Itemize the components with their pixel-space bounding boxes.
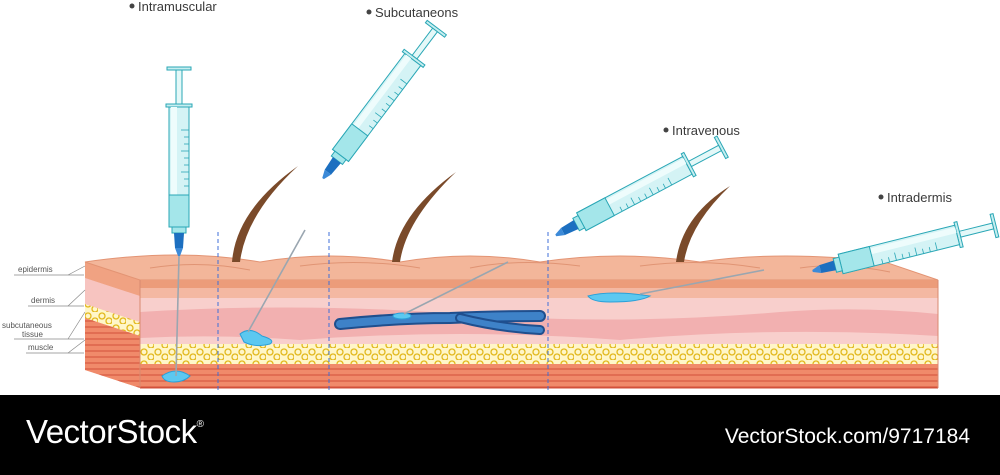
syringe-intravenous bbox=[549, 134, 730, 248]
injection-labels: Intramuscular Subcutaneons Intravenous I… bbox=[129, 0, 953, 205]
registered-mark: ® bbox=[196, 419, 204, 430]
label-dermis: dermis bbox=[31, 296, 55, 305]
layer-labels: epidermis dermis subcutaneous tissue mus… bbox=[2, 265, 86, 354]
fat-layer bbox=[140, 344, 938, 364]
dashed-guides bbox=[217, 232, 549, 392]
vein bbox=[334, 310, 546, 335]
epidermis-layer bbox=[140, 280, 938, 288]
syringe-intramuscular bbox=[165, 66, 193, 257]
label-subcutaneous: Subcutaneons bbox=[375, 5, 459, 20]
muscle-layer bbox=[140, 364, 938, 388]
label-intravenous: Intravenous bbox=[672, 123, 740, 138]
image-url: VectorStock.com/9717184 bbox=[724, 425, 970, 448]
injected-fluid bbox=[161, 292, 652, 383]
watermark-footer: VectorStock® VectorStock.com/9717184 bbox=[0, 395, 1000, 475]
label-subcutaneous-2: tissue bbox=[22, 330, 43, 339]
injection-diagram: Intramuscular Subcutaneons Intravenous I… bbox=[2, 0, 1000, 392]
brand-logo: VectorStock® bbox=[26, 413, 204, 451]
label-epidermis: epidermis bbox=[18, 265, 53, 274]
hair-strands bbox=[232, 166, 730, 262]
label-subcutaneous-1: subcutaneous bbox=[2, 321, 52, 330]
skin-cross-section bbox=[84, 254, 939, 389]
syringe-subcutaneous bbox=[312, 19, 448, 187]
label-intradermis: Intradermis bbox=[887, 190, 953, 205]
label-intramuscular: Intramuscular bbox=[138, 0, 217, 14]
needles bbox=[175, 229, 765, 377]
brand-name: VectorStock bbox=[26, 413, 197, 450]
label-muscle: muscle bbox=[28, 343, 54, 352]
